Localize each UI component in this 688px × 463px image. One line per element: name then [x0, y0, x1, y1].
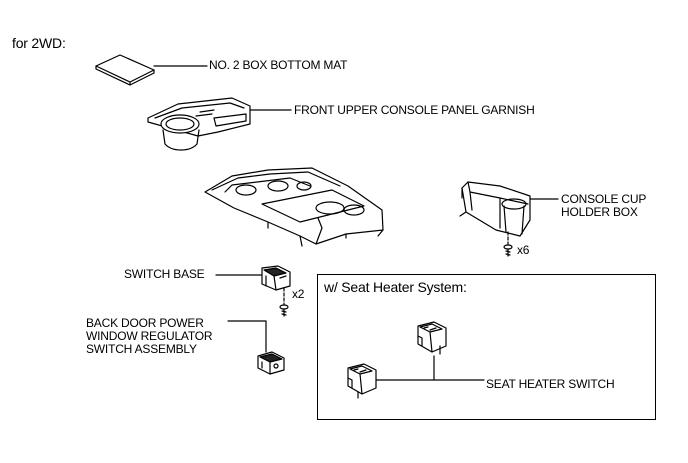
switch-base-part [261, 265, 291, 291]
upper-console-garnish-part [147, 97, 251, 151]
label-box-bottom-mat: NO. 2 BOX BOTTOM MAT [209, 58, 348, 72]
label-console-cup-holder-box: CONSOLE CUP HOLDER BOX [561, 192, 647, 219]
console-cup-holder-box-part [459, 181, 531, 237]
box-bottom-mat-part [95, 54, 155, 86]
label-back-door-switch: BACK DOOR POWER WINDOW REGULATOR SWITCH … [86, 316, 213, 356]
cup-holder-screw-icon [503, 244, 513, 257]
qty-switch-base-screws: x2 [292, 287, 305, 301]
switch-base-screw-icon [279, 304, 289, 317]
qty-cup-holder-screws: x6 [517, 243, 530, 257]
seat-heater-switch-upper-part [417, 321, 447, 355]
leader-back-door-switch [227, 320, 267, 353]
inset-title: w/ Seat Heater System: [324, 279, 467, 295]
label-upper-console-garnish: FRONT UPPER CONSOLE PANEL GARNISH [294, 103, 535, 117]
variant-heading: for 2WD: [12, 35, 66, 51]
leader-seat-heater-switch [375, 355, 485, 381]
seat-heater-inset [317, 274, 656, 420]
label-switch-base: SWITCH BASE [124, 267, 205, 281]
label-seat-heater-switch: SEAT HEATER SWITCH [486, 377, 615, 391]
upper-console-panel-part [204, 167, 384, 247]
seat-heater-switch-lower-part [347, 363, 377, 399]
back-door-switch-part [257, 351, 285, 375]
